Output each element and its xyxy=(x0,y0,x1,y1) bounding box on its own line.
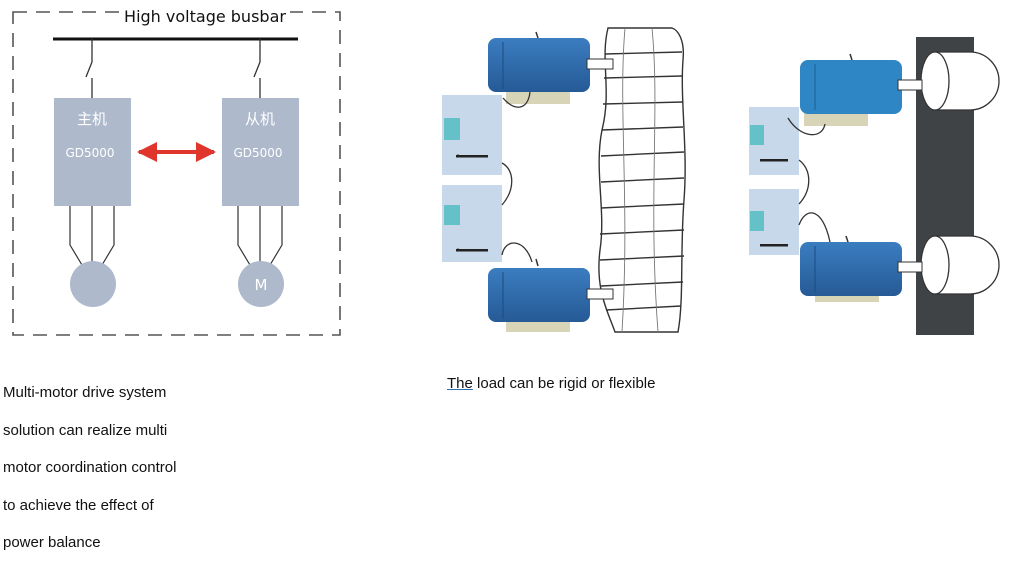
top-motor xyxy=(488,31,614,104)
left-caption-line: power balance xyxy=(3,534,101,551)
upper-inverter xyxy=(442,95,502,175)
busbar-label: High voltage busbar xyxy=(124,7,286,26)
rigid-upper-inverter xyxy=(749,107,799,175)
slave-motor-label: M xyxy=(255,276,268,294)
top-pulley xyxy=(920,51,1000,111)
left-caption-line: motor coordination control xyxy=(3,459,177,476)
bottom-pulley xyxy=(920,235,1000,295)
slave-model: GD5000 xyxy=(233,146,282,160)
slave-feeder-switch xyxy=(253,39,261,98)
rigid-cables xyxy=(787,117,831,243)
slave-title: 从机 xyxy=(245,110,275,128)
middle-caption: The load can be rigid or flexible xyxy=(447,374,655,394)
busbar-label-bg xyxy=(120,4,290,24)
rigid-lower-inverter xyxy=(749,189,799,255)
left-caption-line: solution can realize multi xyxy=(3,421,168,439)
middle-caption-underlined: The xyxy=(447,375,473,392)
master-drive xyxy=(54,98,131,206)
master-motor xyxy=(70,261,116,307)
flexible-cables xyxy=(501,91,533,263)
slave-motor-cables xyxy=(237,206,283,266)
slave-drive xyxy=(222,98,299,206)
middle-caption-rest: load can be rigid or flexible xyxy=(472,375,656,392)
slave-motor xyxy=(238,261,284,307)
rigid-load-diagram xyxy=(749,37,1000,335)
left-caption-line: to achieve the effect of xyxy=(3,496,154,514)
master-title: 主机 xyxy=(77,110,107,128)
master-feeder-switch xyxy=(85,39,93,98)
rigid-bottom-motor xyxy=(800,235,923,302)
left-caption-line: Multi-motor drive system xyxy=(3,384,167,401)
flexible-belt xyxy=(598,27,686,333)
rigid-top-motor xyxy=(800,53,923,126)
left-diagram: High voltage busbar 主机 GD5000 从机 GD5000 xyxy=(12,4,341,336)
master-model: GD5000 xyxy=(65,146,114,160)
lower-inverter xyxy=(442,185,502,262)
flexible-load-diagram xyxy=(442,27,686,333)
master-motor-cables xyxy=(69,206,115,266)
bottom-motor xyxy=(488,258,614,332)
left-caption: Multi-motor drive system solution can re… xyxy=(3,374,176,562)
